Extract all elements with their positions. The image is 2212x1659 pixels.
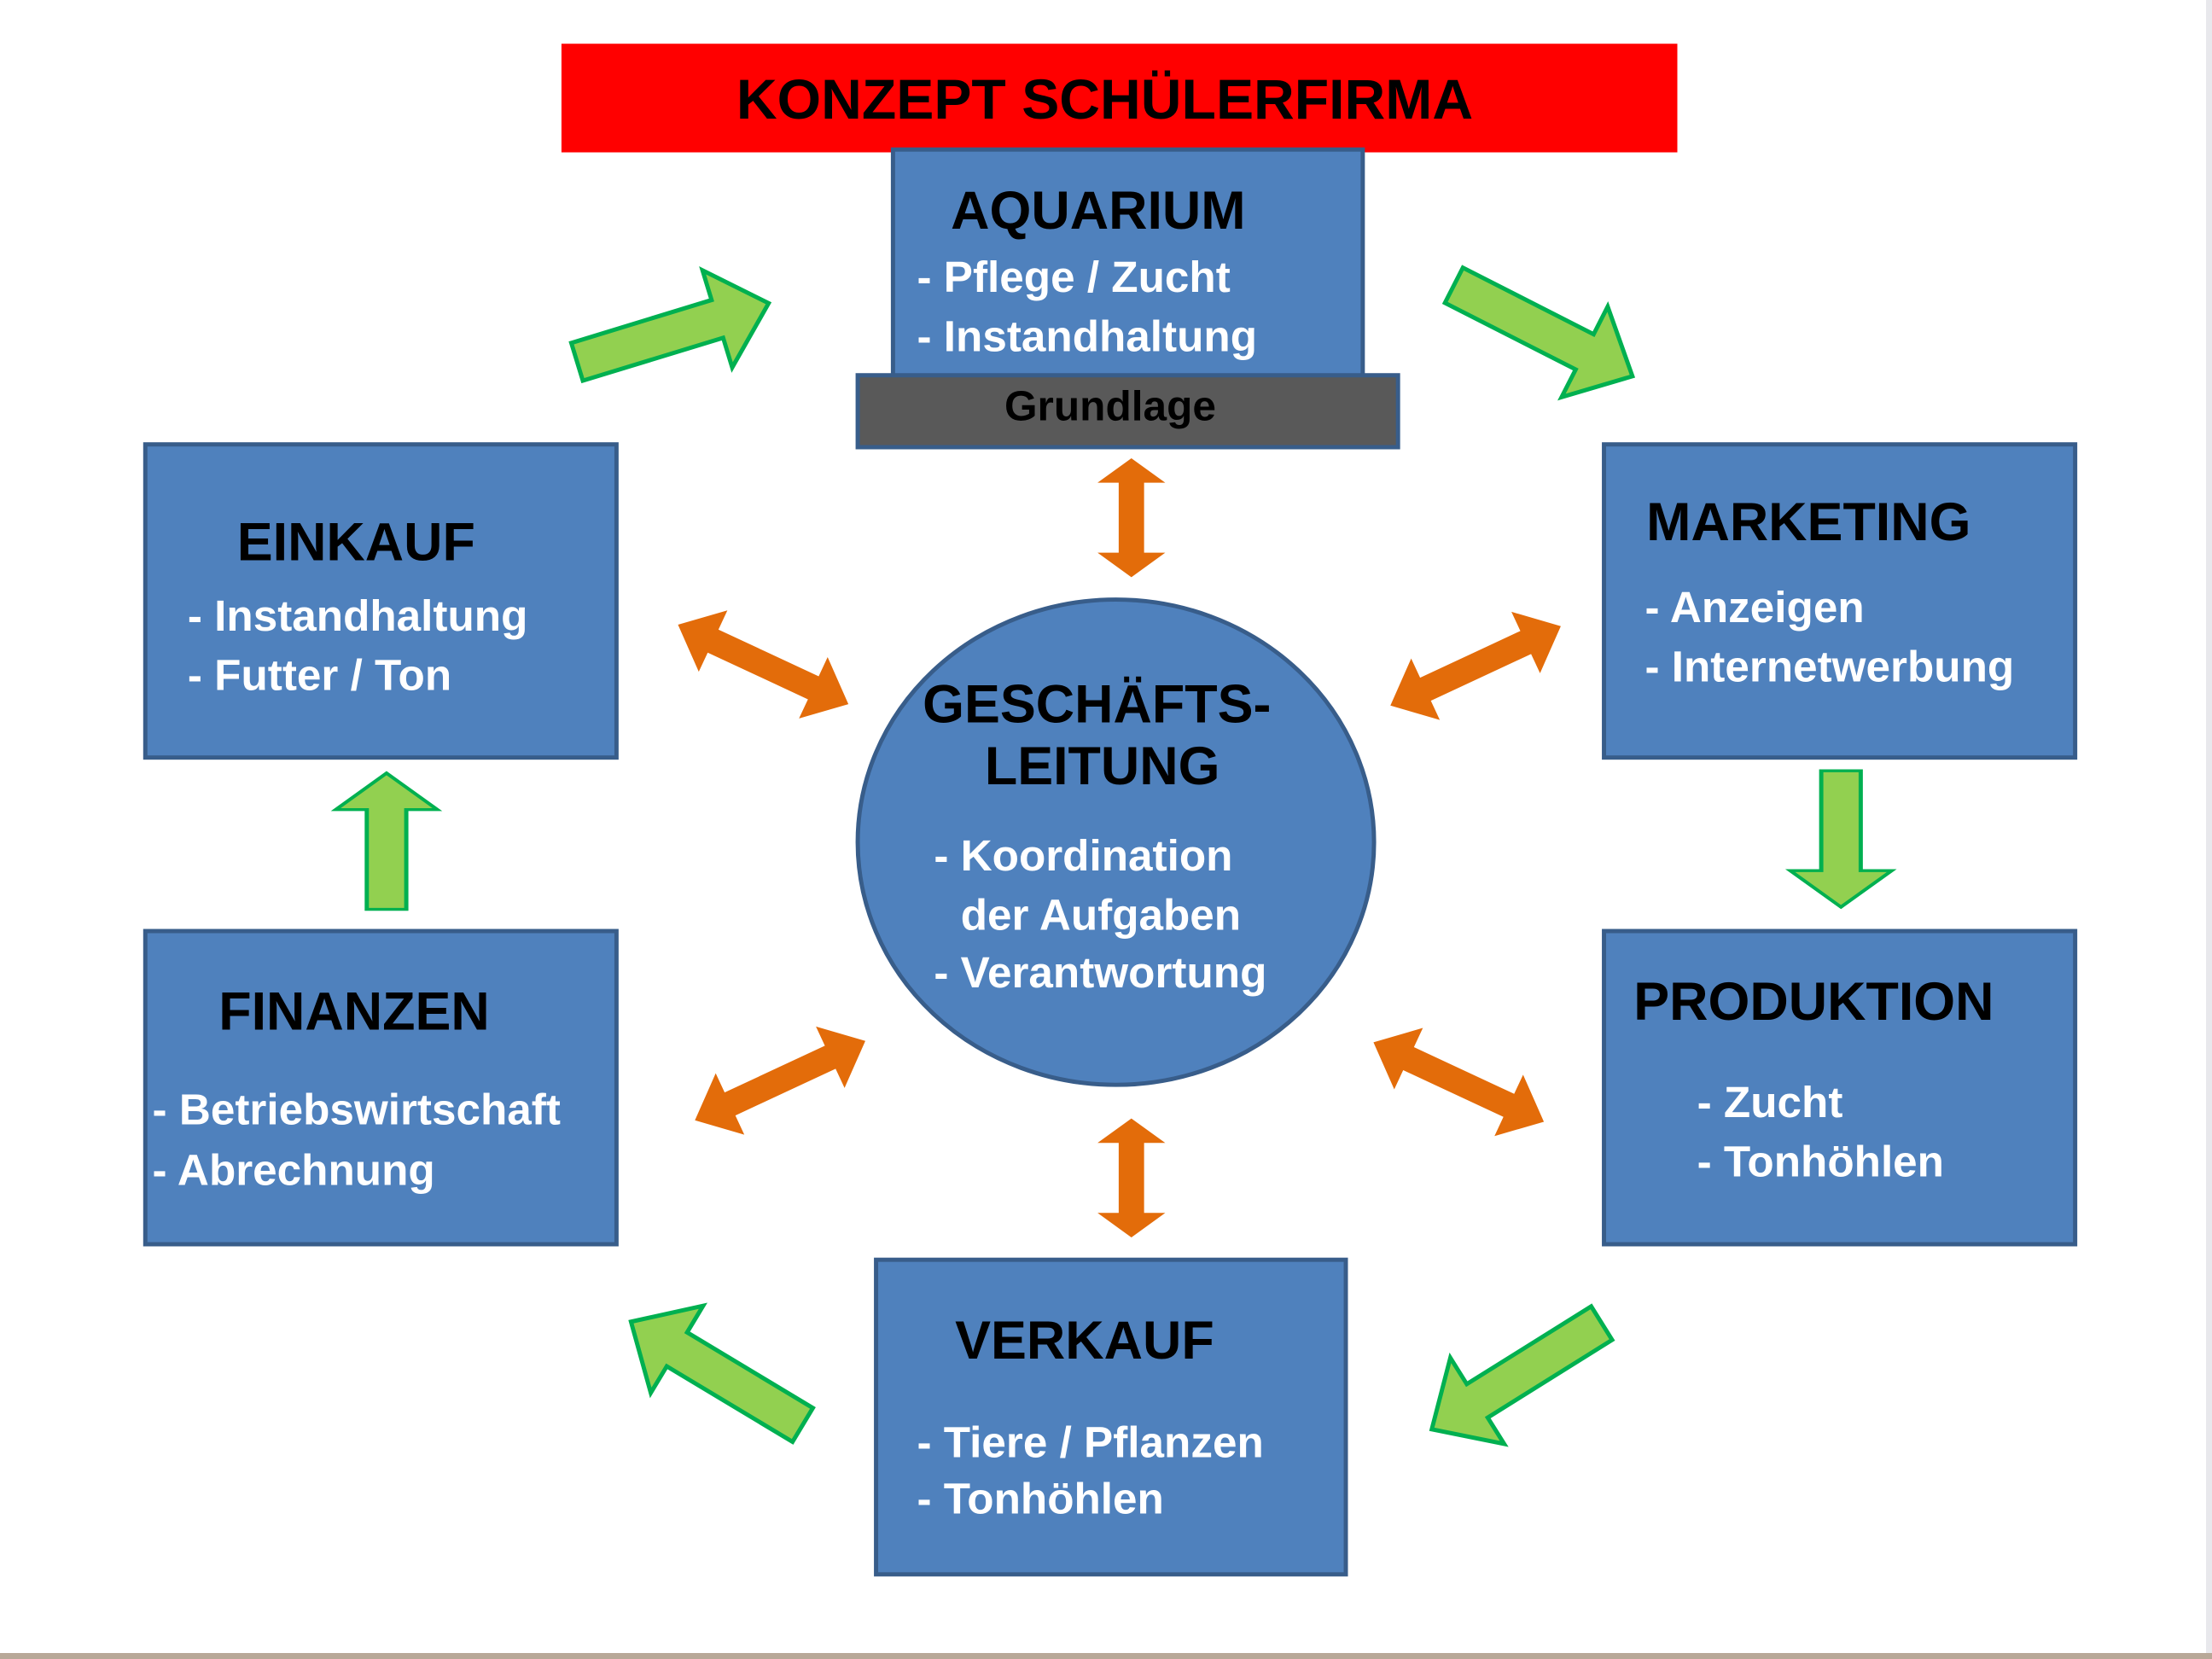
- marketing-item: - Anzeigen: [1644, 582, 1865, 632]
- center-item: - Verantwortung: [934, 947, 1267, 998]
- verkauf-heading: VERKAUF: [955, 1312, 1214, 1371]
- box-einkauf: [143, 442, 619, 760]
- center-heading-line: GESCHÄFTS-: [923, 675, 1272, 736]
- marketing-item: - Internetwerbung: [1644, 642, 2015, 691]
- produktion-heading: PRODUKTION: [1633, 973, 1994, 1033]
- desktop-edge-strip: [0, 1653, 2212, 1659]
- aquarium-heading: AQUARIUM: [951, 182, 1246, 242]
- finanzen-item: - Abrechnung: [152, 1145, 435, 1196]
- base-bar-grundlage: [855, 373, 1400, 450]
- box-produktion: [1602, 928, 2078, 1247]
- center-item: - Koordination: [934, 830, 1233, 881]
- einkauf-item: - Instandhaltung: [187, 591, 528, 641]
- box-verkauf: [874, 1257, 1348, 1577]
- finanzen-item: - Betriebswirtschaft: [152, 1085, 561, 1135]
- center-item: der Aufgaben: [960, 890, 1242, 940]
- marketing-heading: MARKETING: [1646, 493, 1971, 553]
- aquarium-item: - Instandhaltung: [917, 311, 1258, 362]
- center-heading-line: LEITUNG: [984, 737, 1220, 797]
- grundlage-label: Grundlage: [1004, 383, 1216, 431]
- page-title: KONZEPT SCHÜLERFIRMA: [736, 68, 1474, 131]
- title-bar: [561, 44, 1678, 153]
- einkauf-heading: EINKAUF: [236, 513, 475, 573]
- finanzen-heading: FINANZEN: [218, 983, 490, 1043]
- verkauf-item: - Tonhöhlen: [917, 1474, 1164, 1524]
- circle-geschaeftsleitung: [855, 597, 1377, 1087]
- box-marketing: [1602, 442, 2078, 760]
- produktion-item: - Tonhöhlen: [1697, 1137, 1944, 1187]
- einkauf-item: - Futter / Ton: [187, 650, 452, 700]
- produktion-item: - Zucht: [1697, 1077, 1843, 1127]
- aquarium-item: - Pflege / Zucht: [917, 252, 1231, 302]
- box-aquarium: [890, 147, 1365, 381]
- box-finanzen: [143, 928, 619, 1247]
- window-edge-strip: [2206, 0, 2212, 1659]
- verkauf-item: - Tiere / Pflanzen: [917, 1417, 1264, 1468]
